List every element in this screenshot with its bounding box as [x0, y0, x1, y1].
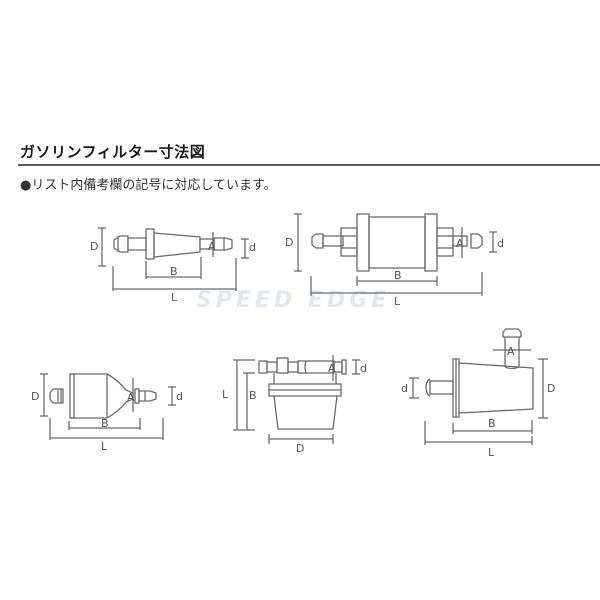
label-L: L: [222, 388, 229, 401]
label-L: L: [394, 295, 401, 308]
page-title: ガソリンフィルター寸法図: [20, 143, 206, 161]
label-D: D: [90, 240, 98, 253]
label-B: B: [170, 265, 178, 278]
label-B: B: [249, 389, 257, 402]
label-L: L: [101, 440, 108, 453]
label-A: A: [127, 391, 135, 404]
subtitle-note: ●リスト内備考欄の記号に対応しています。: [20, 178, 277, 193]
diagram-filter-type-5: A d D B L: [401, 328, 555, 459]
label-D: D: [547, 382, 555, 395]
label-d: d: [497, 237, 504, 250]
label-d: d: [401, 382, 408, 395]
diagram-filter-type-4: L B A d D: [222, 355, 367, 455]
label-D: D: [296, 442, 304, 455]
label-B: B: [394, 269, 402, 282]
label-d: d: [360, 362, 367, 375]
label-D: D: [285, 236, 293, 249]
label-A: A: [456, 237, 464, 250]
label-L: L: [171, 291, 178, 304]
diagram-filter-type-2: D A d B L: [285, 213, 504, 308]
label-d: d: [249, 241, 256, 254]
label-B: B: [101, 417, 109, 430]
label-A: A: [208, 240, 216, 253]
label-L: L: [488, 446, 495, 459]
label-B: B: [488, 417, 496, 430]
watermark: SPEED EDGE: [196, 288, 391, 313]
diagram-filter-type-1: D A d B L: [90, 227, 256, 304]
label-D: D: [31, 390, 39, 403]
title-divider: [18, 164, 600, 166]
label-d: d: [176, 390, 183, 403]
label-A: A: [507, 345, 515, 358]
diagram-filter-type-3: D A d B L: [31, 373, 183, 453]
label-A: A: [328, 362, 336, 375]
